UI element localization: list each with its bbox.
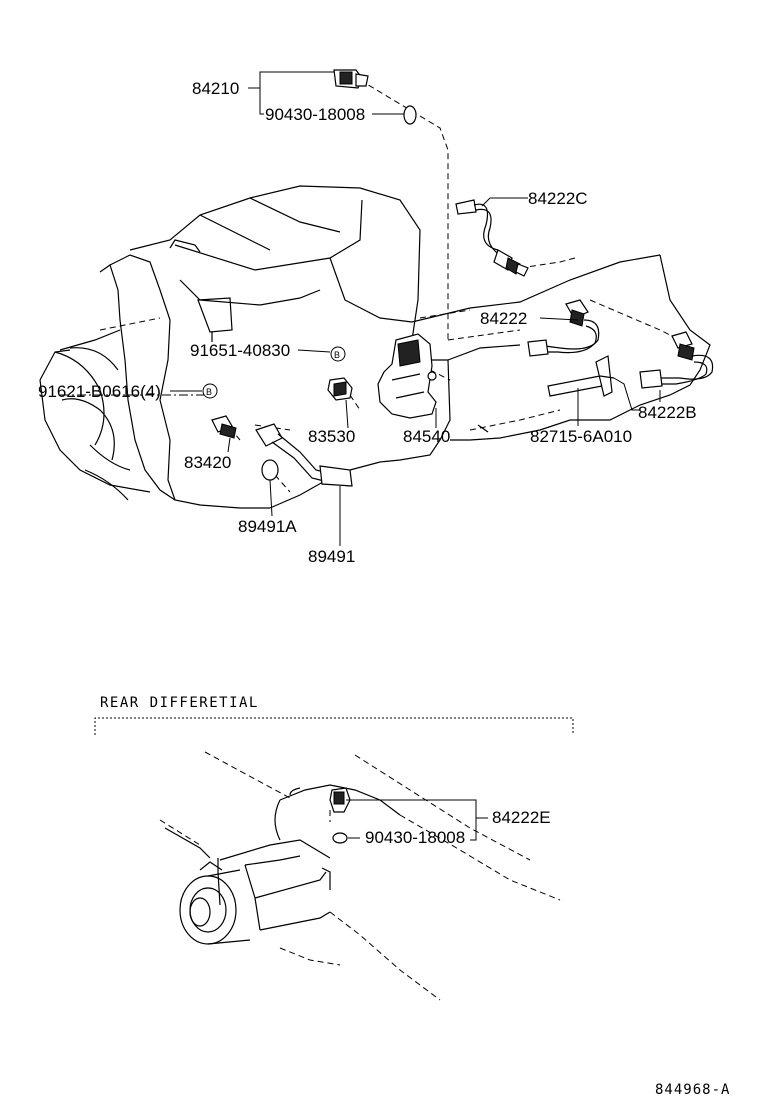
label-leaders-upper — [170, 71, 661, 546]
label-82715: 82715-6A010 — [530, 427, 632, 446]
part-gasket-rear — [332, 832, 348, 844]
label-84222B: 84222B — [638, 403, 697, 422]
svg-text:B: B — [206, 387, 212, 397]
part-gasket-top — [403, 105, 417, 125]
part-84222C-sensor — [455, 199, 529, 277]
part-89491-pipe — [255, 423, 353, 487]
callout-symbol-left: B — [202, 383, 218, 399]
part-89491A-oring — [261, 459, 279, 481]
label-91651: 91651-40830 — [190, 341, 290, 360]
label-84222: 84222 — [480, 309, 527, 328]
callout-symbol-upper: B — [330, 346, 346, 362]
part-84222-sensor — [527, 299, 600, 357]
rear-differential-outline — [159, 751, 561, 1001]
section-title: REAR DIFFERETIAL — [100, 695, 259, 711]
reference-code: 844968-A — [655, 1082, 730, 1098]
part-84222E-switch — [329, 787, 351, 813]
label-90430-rear: 90430-18008 — [365, 828, 465, 847]
label-leaders-rear — [346, 799, 488, 841]
label-84222C: 84222C — [528, 189, 588, 208]
label-83420: 83420 — [184, 453, 231, 472]
label-91621: 91621-B0616(4) — [38, 382, 161, 401]
part-84210-switch — [333, 69, 369, 89]
label-83530: 83530 — [308, 427, 355, 446]
label-89491A: 89491A — [238, 517, 297, 536]
label-90430-top: 90430-18008 — [265, 105, 365, 124]
assembly-guide-lines — [229, 79, 681, 493]
part-84222B-sensor — [639, 331, 714, 389]
part-82715-bracket — [547, 355, 615, 397]
part-83420-sensor — [211, 415, 237, 439]
part-83530-switch — [327, 377, 353, 401]
label-84210: 84210 — [192, 79, 239, 98]
part-84540-switch — [377, 333, 437, 419]
transmission-outline — [39, 185, 711, 509]
label-84540: 84540 — [403, 427, 450, 446]
label-89491: 89491 — [308, 547, 355, 566]
section-bracket — [94, 717, 574, 735]
label-84222E: 84222E — [492, 808, 551, 827]
svg-text:B: B — [334, 350, 340, 360]
